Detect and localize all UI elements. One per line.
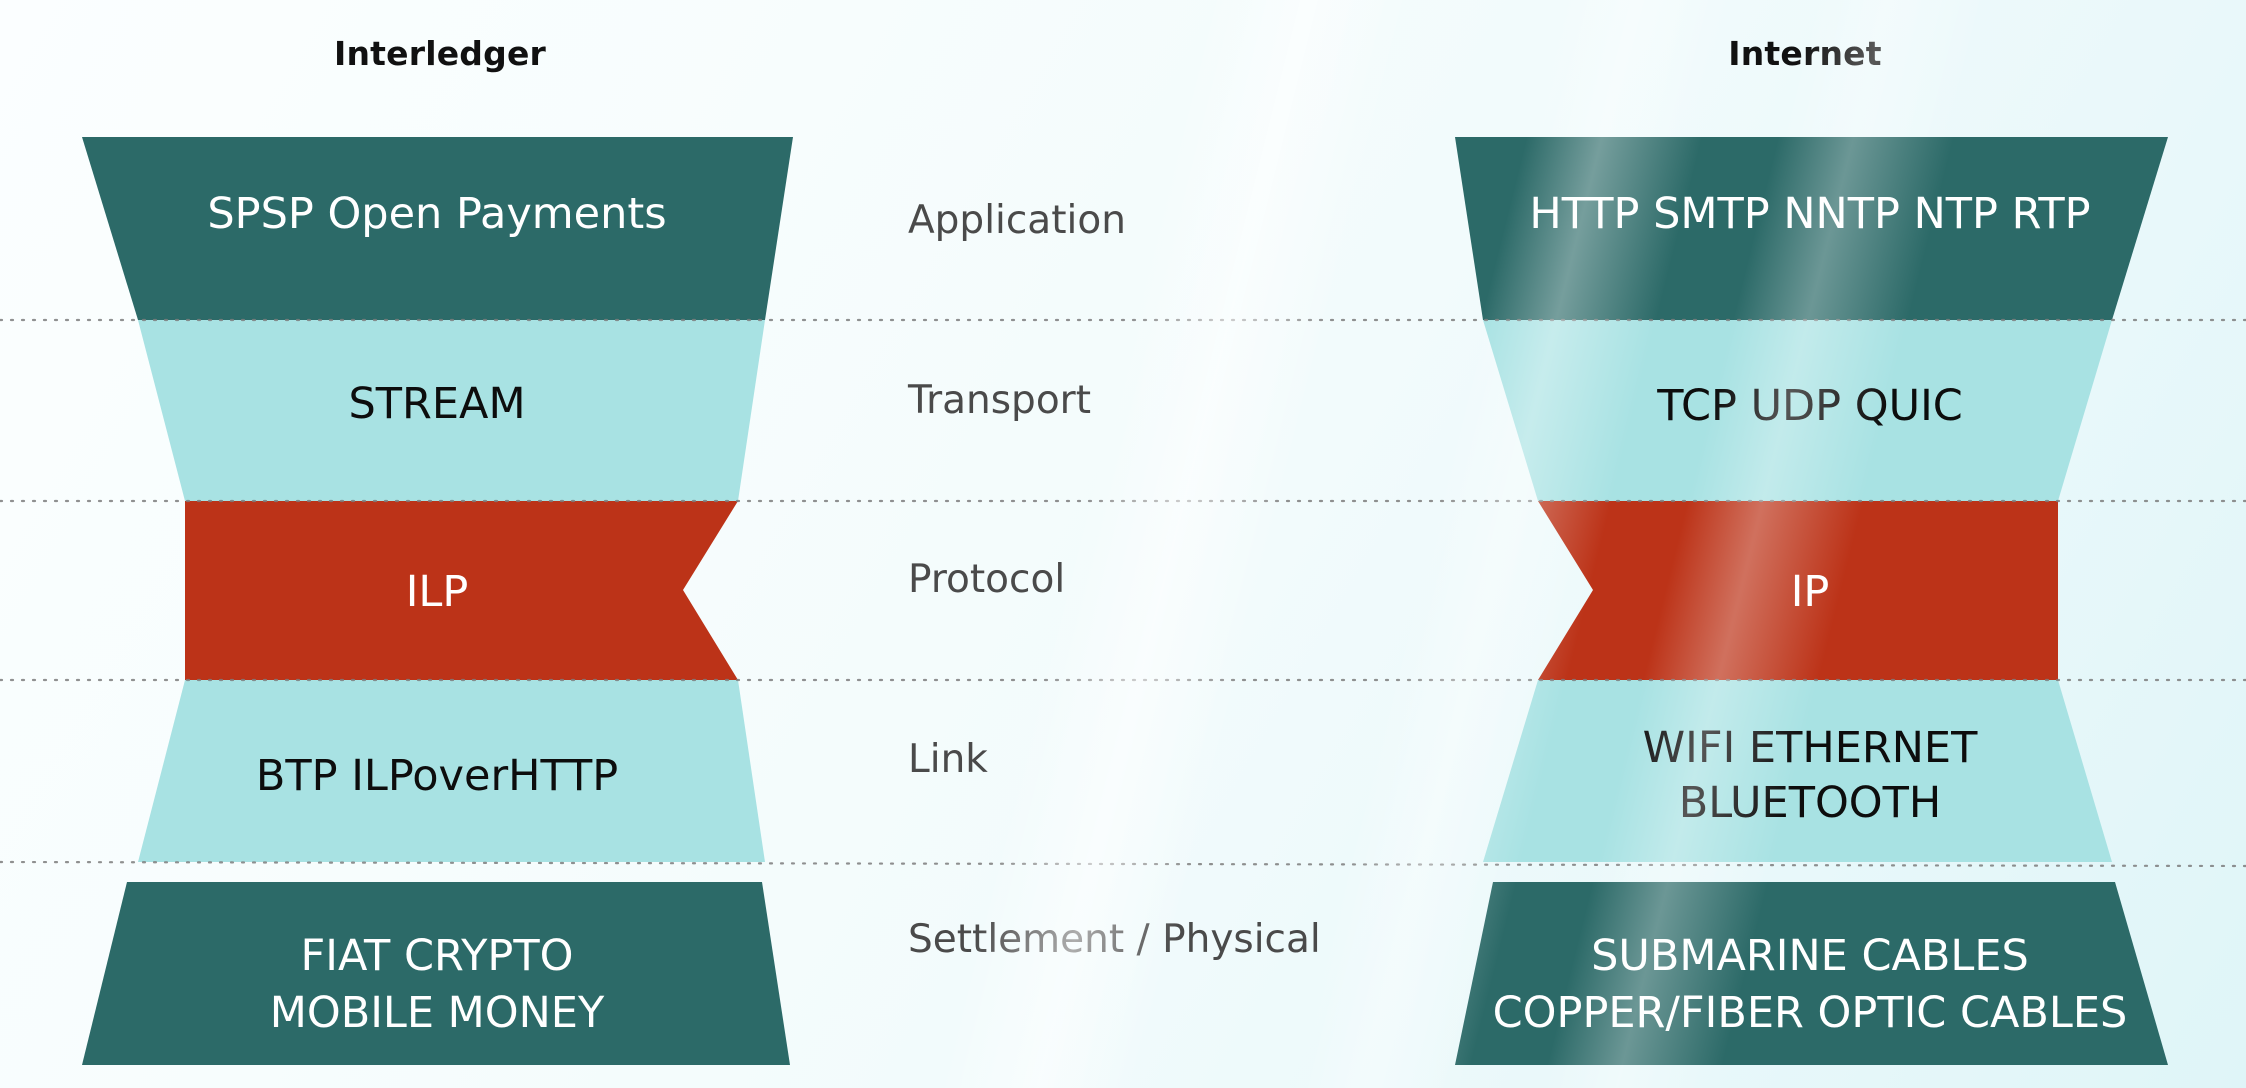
internet-layer-application-shape	[1455, 137, 2168, 320]
internet-layer-link-shape	[1483, 680, 2112, 862]
interledger-layer-protocol-shape	[185, 501, 738, 680]
center-label-application: Application	[908, 198, 1126, 243]
interledger-layer-settlement-shape	[82, 882, 790, 1065]
separator-link-settlement	[0, 860, 2246, 868]
interledger-layer-link-text: BTP ILPoverHTTP	[256, 751, 618, 801]
center-label-protocol: Protocol	[908, 557, 1066, 602]
interledger-layer-settlement-text-line1: FIAT CRYPTO	[301, 931, 574, 981]
internet-layer-settlement-shape	[1455, 882, 2168, 1065]
interledger-layer-application-text: SPSP Open Payments	[207, 189, 666, 239]
internet-layer-protocol-text: IP	[1791, 567, 1830, 617]
internet-layer-transport-text: TCP UDP QUIC	[1656, 381, 1963, 431]
interledger-stack: SPSP Open Payments STREAM ILP BTP ILPove…	[82, 137, 793, 1065]
layer-separators	[0, 318, 2246, 868]
column-title-internet: Internet	[1728, 34, 1882, 73]
internet-layer-application-text: HTTP SMTP NNTP NTP RTP	[1529, 189, 2090, 239]
interledger-layer-application-shape	[82, 137, 793, 320]
interledger-layer-transport-text: STREAM	[348, 379, 525, 429]
center-label-transport: Transport	[908, 378, 1092, 423]
interledger-layer-link-shape	[138, 680, 765, 862]
internet-layer-protocol-shape	[1538, 501, 2058, 680]
interledger-layer-protocol-text: ILP	[406, 567, 469, 617]
center-label-link: Link	[908, 737, 988, 782]
interledger-layer-transport-shape	[138, 320, 765, 501]
internet-layer-settlement-text-line2: COPPER/FIBER OPTIC CABLES	[1493, 988, 2128, 1038]
internet-layer-link-text-line2: BLUETOOTH	[1679, 778, 1942, 828]
column-title-interledger: Interledger	[334, 34, 546, 73]
interledger-layer-settlement-text-line2: MOBILE MONEY	[270, 988, 605, 1038]
internet-layer-transport-shape	[1483, 320, 2112, 501]
internet-stack: HTTP SMTP NNTP NTP RTP TCP UDP QUIC IP W…	[1455, 137, 2168, 1065]
internet-layer-link-text-line1: WIFI ETHERNET	[1643, 723, 1978, 773]
internet-layer-settlement-text-line1: SUBMARINE CABLES	[1591, 931, 2029, 981]
center-label-settlement-physical: Settlement / Physical	[908, 917, 1321, 962]
